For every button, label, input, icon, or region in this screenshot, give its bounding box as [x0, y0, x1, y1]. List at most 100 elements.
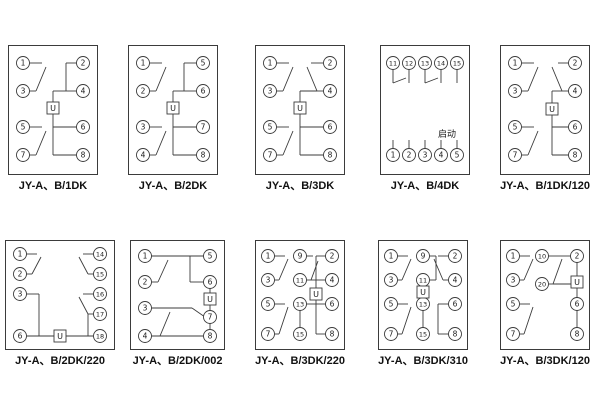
- terminal-10: 10: [535, 249, 549, 263]
- diagram-border: [130, 240, 225, 350]
- svg-text:5: 5: [201, 59, 206, 68]
- terminal-3: 3: [384, 273, 398, 287]
- coil-u-symbol: U: [53, 329, 67, 343]
- terminal-13: 13: [416, 297, 430, 311]
- terminal-6: 6: [570, 297, 584, 311]
- svg-text:6: 6: [330, 300, 335, 309]
- svg-text:6: 6: [328, 123, 333, 132]
- diagram-label: JY-A、B/2DK: [138, 180, 208, 192]
- wire: [155, 66, 167, 92]
- svg-text:20: 20: [538, 281, 546, 289]
- terminal-3: 3: [138, 301, 152, 315]
- svg-text:3: 3: [423, 151, 428, 160]
- svg-text:6: 6: [18, 332, 23, 341]
- svg-text:4: 4: [81, 87, 86, 96]
- terminal-8: 8: [448, 327, 462, 341]
- svg-text:5: 5: [513, 123, 518, 132]
- terminal-1: 1: [136, 56, 150, 70]
- terminal-6: 6: [76, 120, 90, 134]
- terminal-3: 3: [506, 273, 520, 287]
- svg-text:4: 4: [330, 276, 335, 285]
- wire: [282, 66, 294, 92]
- terminal-7: 7: [196, 120, 210, 134]
- svg-text:4: 4: [143, 332, 148, 341]
- wire: [157, 259, 169, 283]
- svg-text:3: 3: [143, 304, 148, 313]
- terminal-11: 11: [386, 56, 400, 70]
- terminal-6: 6: [203, 275, 217, 289]
- terminal-9: 9: [416, 249, 430, 263]
- svg-text:2: 2: [141, 87, 146, 96]
- terminal-1: 1: [263, 56, 277, 70]
- diagram-label: JY-A、B/3DK/310: [378, 355, 468, 367]
- svg-text:8: 8: [330, 330, 335, 339]
- annotation-text: 启动: [438, 128, 456, 140]
- svg-text:15: 15: [419, 331, 427, 339]
- diagram-border: [128, 45, 218, 175]
- terminal-1: 1: [13, 247, 27, 261]
- wire: [551, 66, 563, 92]
- terminal-7: 7: [203, 310, 217, 324]
- svg-text:14: 14: [437, 60, 445, 68]
- diagram-border: [8, 45, 98, 175]
- svg-text:8: 8: [328, 151, 333, 160]
- svg-text:6: 6: [201, 87, 206, 96]
- terminal-17: 17: [93, 307, 107, 321]
- terminal-6: 6: [325, 297, 339, 311]
- terminal-8: 8: [570, 327, 584, 341]
- terminal-2: 2: [13, 267, 27, 281]
- svg-text:2: 2: [453, 252, 458, 261]
- svg-text:5: 5: [455, 151, 460, 160]
- svg-text:5: 5: [21, 123, 26, 132]
- svg-text:18: 18: [96, 333, 104, 341]
- svg-text:15: 15: [96, 271, 104, 279]
- svg-text:17: 17: [96, 311, 104, 319]
- svg-text:2: 2: [330, 252, 335, 261]
- svg-text:6: 6: [453, 300, 458, 309]
- terminal-3: 3: [263, 84, 277, 98]
- svg-text:U: U: [297, 104, 303, 113]
- terminal-7: 7: [506, 327, 520, 341]
- wire: [191, 307, 204, 317]
- svg-text:U: U: [50, 104, 56, 113]
- terminal-9: 9: [293, 249, 307, 263]
- terminal-1: 1: [16, 56, 30, 70]
- diagram-border: [500, 240, 590, 350]
- terminal-6: 6: [448, 297, 462, 311]
- coil-u-symbol: U: [203, 292, 217, 306]
- coil-u-symbol: U: [570, 275, 584, 289]
- diagram-border: [255, 45, 345, 175]
- terminal-2: 2: [448, 249, 462, 263]
- svg-text:U: U: [420, 288, 426, 297]
- svg-text:7: 7: [513, 151, 518, 160]
- svg-text:6: 6: [573, 123, 578, 132]
- terminal-3: 3: [16, 84, 30, 98]
- wire: [278, 258, 289, 281]
- svg-text:1: 1: [18, 250, 23, 259]
- svg-text:1: 1: [266, 252, 271, 261]
- svg-text:8: 8: [208, 332, 213, 341]
- svg-text:5: 5: [208, 252, 213, 261]
- wire: [310, 260, 319, 281]
- svg-text:1: 1: [391, 151, 396, 160]
- wire: [278, 306, 289, 335]
- diagram-label: JY-A、B/3DK/120: [500, 355, 590, 367]
- svg-text:12: 12: [405, 60, 413, 68]
- terminal-4: 4: [448, 273, 462, 287]
- svg-text:16: 16: [96, 291, 104, 299]
- svg-text:2: 2: [575, 252, 580, 261]
- wire: [401, 306, 412, 335]
- coil-u-symbol: U: [545, 102, 559, 116]
- svg-text:15: 15: [453, 60, 461, 68]
- terminal-8: 8: [196, 148, 210, 162]
- terminal-1: 1: [384, 249, 398, 263]
